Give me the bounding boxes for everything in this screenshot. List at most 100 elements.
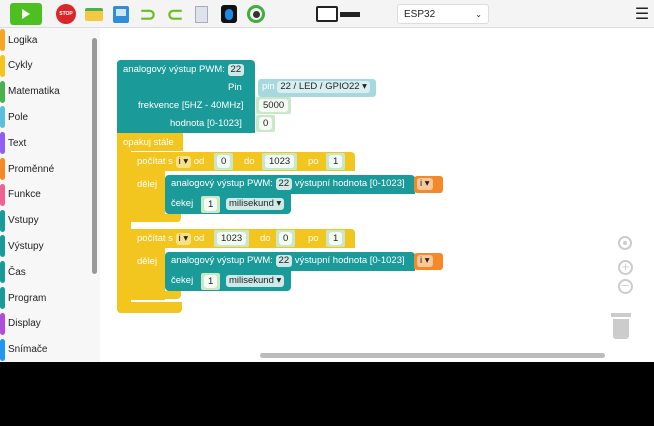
save-button[interactable] [111, 4, 131, 24]
from-input[interactable]: 1023 [214, 230, 250, 247]
save-icon [113, 5, 129, 23]
recenter-button[interactable] [618, 236, 632, 250]
to-label: do [244, 156, 255, 167]
menu-icon: ☰ [634, 6, 650, 23]
time-unit-dropdown[interactable]: milisekund ▾ [226, 275, 285, 287]
monitor-usb-icon [316, 6, 338, 22]
sidebar-item-label: Vstupy [8, 215, 39, 227]
pwm-write-block[interactable]: analogový výstup PWM: 22 výstupní hodnot… [165, 252, 415, 271]
trash-icon [611, 313, 631, 317]
pwm-write-block[interactable]: analogový výstup PWM: 22 výstupní hodnot… [165, 175, 415, 194]
sidebar-scrollbar[interactable] [92, 38, 97, 274]
reset-icon [247, 5, 265, 23]
reset-button[interactable] [246, 4, 266, 24]
category-color-bar [0, 235, 5, 258]
sidebar-item[interactable]: Výstupy [0, 234, 88, 258]
sidebar-item-label: Výstupy [8, 240, 44, 252]
wait-input[interactable]: 1 [201, 196, 221, 213]
forever-label: opakuj stále [123, 137, 174, 148]
trash-can[interactable] [611, 313, 631, 339]
python-button[interactable] [192, 4, 210, 24]
pwm-write-label: analogový výstup PWM: [171, 255, 273, 266]
board-select-value: ESP32 [404, 8, 436, 20]
chip-info-icon [221, 5, 237, 23]
pin-block[interactable]: pin 22 / LED / GPIO22 ▾ [258, 79, 376, 97]
serial-monitor-button[interactable] [313, 4, 363, 24]
frequency-label: frekvence [5HZ - 40MHz] [138, 100, 244, 111]
wait-label: čekej [171, 198, 194, 209]
to-input[interactable]: 1023 [262, 153, 298, 170]
zoom-in-button[interactable]: + [618, 260, 633, 275]
sidebar-item[interactable]: Čas [0, 260, 88, 284]
sidebar-item-label: Čas [8, 266, 26, 278]
loop-variable-dropdown[interactable]: i ▾ [175, 233, 192, 245]
loop-variable-dropdown[interactable]: i ▾ [175, 156, 192, 168]
sidebar-item[interactable]: Display [0, 312, 88, 336]
open-button[interactable] [84, 4, 104, 24]
sidebar-item[interactable]: Text [0, 131, 88, 155]
sidebar-item[interactable]: Snímače [0, 338, 88, 362]
category-color-bar [0, 80, 5, 103]
open-folder-icon [85, 7, 103, 21]
pin-prefix: pin [262, 81, 275, 92]
do-label: dělej [137, 256, 158, 267]
category-color-bar [0, 132, 5, 155]
python-file-icon [194, 5, 208, 23]
variable-dropdown[interactable]: i ▾ [417, 178, 433, 190]
toolbar: STOP ⊃ ⊂ ESP32 ⌄ ☰ [0, 0, 654, 28]
redo-button[interactable]: ⊂ [165, 4, 185, 26]
pwm-channel-field[interactable]: 22 [227, 64, 245, 76]
board-select[interactable]: ESP32 ⌄ [397, 4, 489, 24]
undo-button[interactable]: ⊃ [138, 3, 158, 26]
sidebar-item[interactable]: Funkce [0, 183, 88, 207]
sidebar-item[interactable]: Proměnné [0, 157, 88, 181]
do-label: dělej [137, 179, 158, 190]
category-color-bar [0, 338, 5, 361]
pwm-channel-field[interactable]: 22 [275, 255, 293, 267]
sidebar-item[interactable]: Cykly [0, 54, 88, 78]
stop-icon: STOP [59, 11, 73, 17]
workspace-hscrollbar[interactable] [260, 353, 605, 358]
plus-icon: + [621, 259, 630, 274]
sidebar-item[interactable]: Matematika [0, 80, 88, 104]
stop-button[interactable]: STOP [56, 4, 76, 24]
chip-button[interactable] [219, 4, 239, 24]
variable-block[interactable]: i ▾ [414, 253, 443, 270]
value-label: hodnota [0-1023] [170, 118, 242, 129]
pwm-write-label: analogový výstup PWM: [171, 178, 273, 189]
undo-icon: ⊃ [139, 3, 157, 26]
variable-block[interactable]: i ▾ [414, 176, 443, 193]
play-icon [22, 9, 30, 19]
count-label: počítat s [137, 156, 173, 167]
by-label: po [308, 156, 319, 167]
wait-input[interactable]: 1 [201, 273, 221, 290]
by-input[interactable]: 1 [326, 153, 346, 170]
pin-dropdown[interactable]: 22 / LED / GPIO22 ▾ [277, 81, 370, 93]
from-label: od [193, 233, 205, 244]
sidebar-item[interactable]: Logika [0, 28, 88, 52]
sidebar-item[interactable]: Program [0, 286, 88, 310]
category-color-bar [0, 29, 5, 51]
sidebar-item[interactable]: Pole [0, 105, 88, 129]
variable-dropdown[interactable]: i ▾ [417, 255, 433, 267]
pwm-channel-field[interactable]: 22 [275, 178, 293, 190]
frequency-input[interactable]: 5000 [256, 97, 292, 114]
forever-block[interactable] [117, 133, 131, 313]
to-input[interactable]: 0 [276, 230, 296, 247]
sidebar-item-label: Snímače [8, 344, 48, 356]
sidebar-item-label: Funkce [8, 189, 41, 201]
category-color-bar [0, 209, 5, 232]
from-input[interactable]: 0 [214, 153, 234, 170]
run-button[interactable] [10, 3, 42, 25]
from-label: od [193, 156, 205, 167]
pin-label: Pin [228, 82, 242, 93]
by-input[interactable]: 1 [326, 230, 346, 247]
value-input[interactable]: 0 [256, 115, 276, 132]
output-value-label: výstupní hodnota [0-1023] [294, 255, 405, 266]
chevron-down-icon: ⌄ [475, 9, 482, 19]
sidebar-item-label: Text [8, 137, 27, 149]
menu-button[interactable]: ☰ [634, 4, 650, 24]
sidebar-item[interactable]: Vstupy [0, 209, 88, 233]
time-unit-dropdown[interactable]: milisekund ▾ [226, 198, 285, 210]
zoom-out-button[interactable]: − [618, 279, 633, 294]
